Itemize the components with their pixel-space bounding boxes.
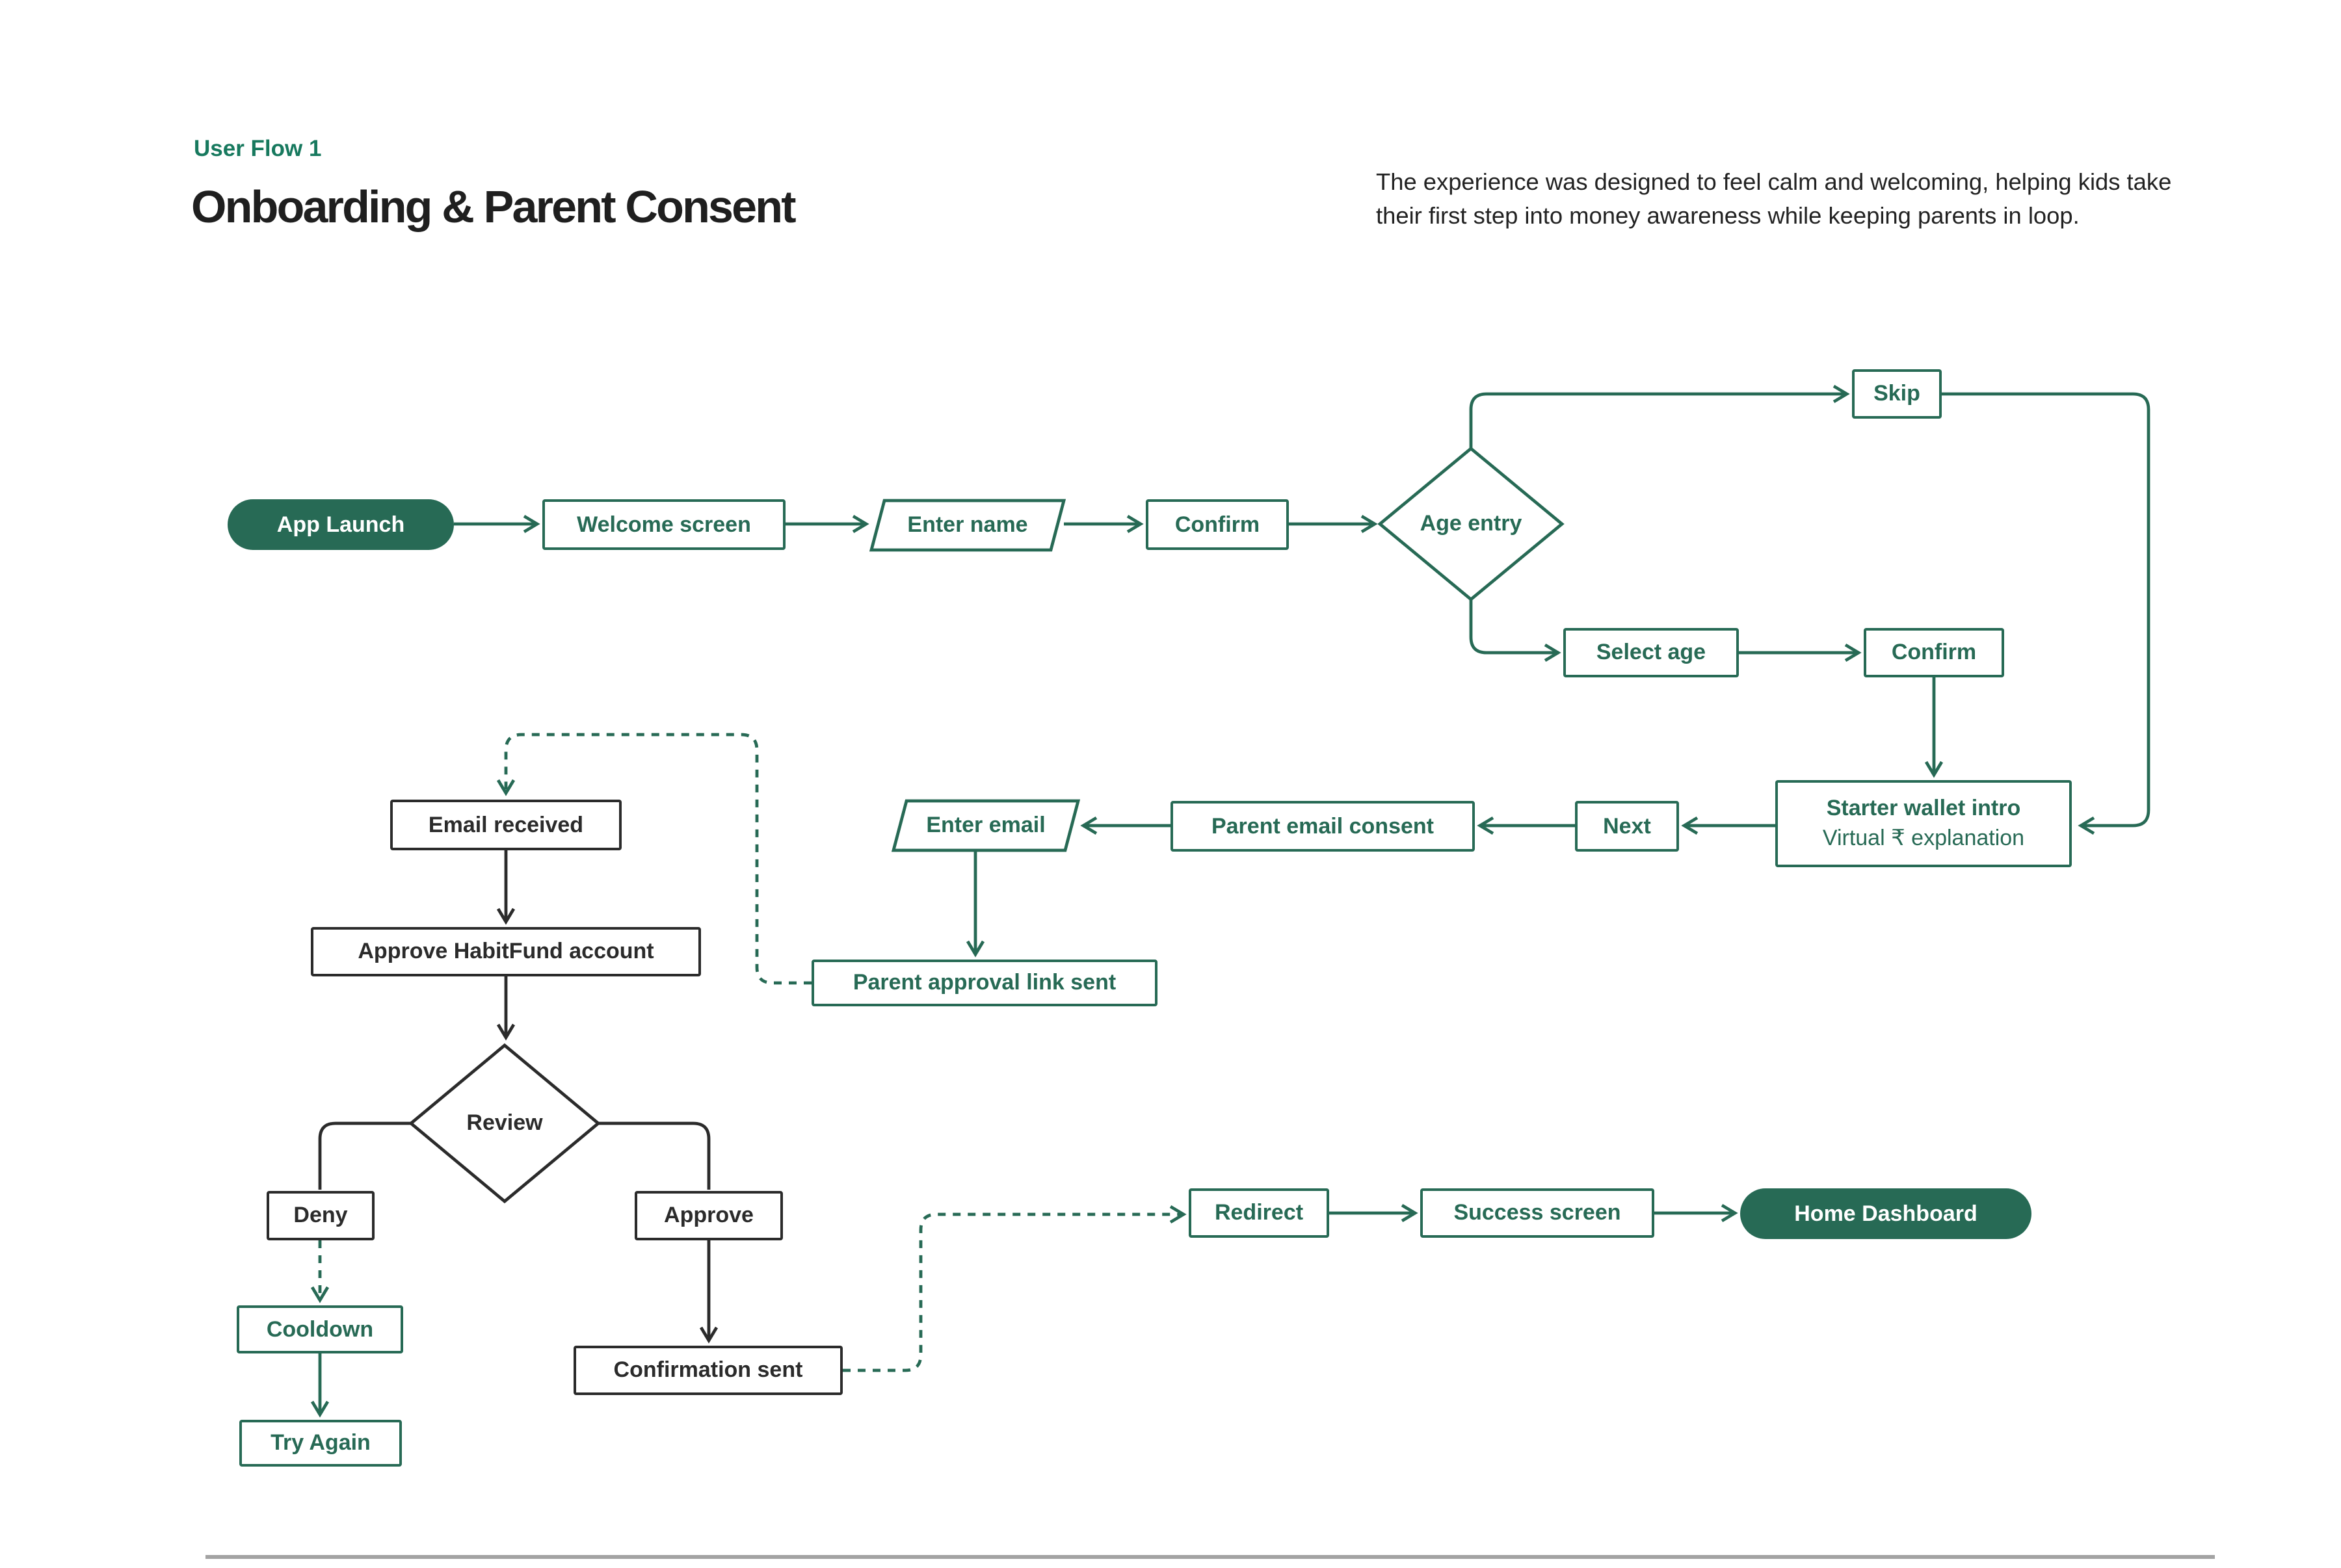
flow-node-success-screen: Success screen: [1420, 1188, 1654, 1238]
flow-node-redirect: Redirect: [1189, 1188, 1329, 1238]
edge-review-deny: [318, 1121, 411, 1190]
flow-node-cooldown: Cooldown: [237, 1305, 403, 1353]
edge-ageentry-selectage: [1469, 599, 1561, 662]
flow-node-parent-approval-link-sent: Parent approval link sent: [812, 960, 1157, 1006]
flow-eyebrow: User Flow 1: [194, 135, 322, 161]
flow-node-starter-wallet-intro: Starter wallet intro Virtual ₹ explanati…: [1775, 780, 2072, 867]
flow-node-try-again: Try Again: [239, 1420, 402, 1467]
flow-node-parent-email-consent: Parent email consent: [1170, 801, 1475, 852]
flow-node-app-launch: App Launch: [228, 499, 454, 550]
flow-node-age-entry-shape: [1377, 446, 1565, 602]
flow-node-confirm-name: Confirm: [1146, 499, 1289, 550]
edge-skip-starterwallet: [1942, 392, 2150, 835]
flow-node-approve: Approve: [635, 1191, 783, 1240]
edge-confirmationsent-redirect: [843, 1205, 1187, 1372]
flow-node-next: Next: [1575, 801, 1679, 852]
page-title: Onboarding & Parent Consent: [191, 182, 797, 233]
flow-node-review-shape: [408, 1043, 601, 1204]
flow-node-deny: Deny: [267, 1191, 375, 1240]
flow-node-enter-email-shape: [891, 799, 1081, 852]
flow-node-welcome-screen: Welcome screen: [542, 499, 786, 550]
flow-node-confirmation-sent: Confirmation sent: [574, 1346, 843, 1395]
edge-ageentry-skip: [1469, 384, 1850, 449]
starter-wallet-title: Starter wallet intro: [1826, 796, 2021, 821]
flow-node-skip: Skip: [1852, 369, 1942, 419]
starter-wallet-subtitle: Virtual ₹ explanation: [1822, 825, 2025, 850]
flow-description: The experience was designed to feel calm…: [1376, 169, 2172, 228]
flow-node-enter-name-shape: [869, 499, 1066, 552]
edge-approvallink-emailreceived: [496, 733, 812, 985]
bottom-divider: [205, 1555, 2215, 1558]
flow-node-select-age: Select age: [1563, 628, 1739, 677]
flow-node-confirm-age: Confirm: [1864, 628, 2004, 677]
flow-node-home-dashboard: Home Dashboard: [1740, 1188, 2031, 1239]
flow-node-email-received: Email received: [390, 800, 622, 850]
edge-review-approve: [598, 1121, 711, 1190]
flow-node-approve-habitfund-account: Approve HabitFund account: [311, 927, 701, 976]
